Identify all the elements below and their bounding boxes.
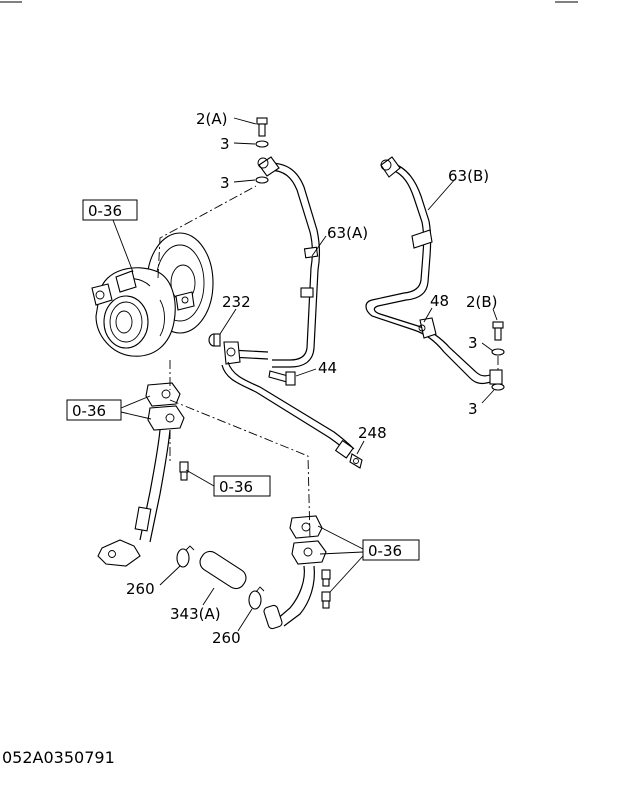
callout-clamp-260-left: 260	[126, 580, 155, 598]
oil-return-pipe-right	[263, 515, 331, 630]
hose-and-clamps	[176, 545, 265, 610]
bolt-2a-stack	[255, 117, 269, 184]
ref-box-turbo: 0-36	[82, 199, 138, 221]
callout-washer-3-upper: 3	[220, 135, 230, 153]
ref-box-bolt: 0-36	[213, 475, 271, 497]
callout-fitting-248: 248	[358, 424, 387, 442]
center-lines	[157, 185, 499, 541]
leader-lines	[112, 117, 498, 632]
drawing-code: 052A0350791	[2, 748, 115, 767]
svg-text:0-36: 0-36	[72, 402, 106, 420]
bolt-44	[268, 370, 296, 386]
callout-hose-343a: 343(A)	[170, 605, 221, 623]
callout-washer-3-right-lower: 3	[468, 400, 478, 418]
turbocharger	[91, 232, 214, 357]
oil-feed-pipe-a	[223, 156, 320, 368]
callout-bolt-44: 44	[318, 359, 337, 377]
callout-clamp-260-right: 260	[212, 629, 241, 647]
callout-washer-3-right-upper: 3	[468, 334, 478, 352]
callout-pipe-63a: 63(A)	[327, 224, 368, 242]
callout-bolt-2b: 2(B)	[466, 293, 498, 311]
oil-feed-pipe-b	[365, 156, 503, 385]
svg-text:0-36: 0-36	[88, 202, 122, 220]
oil-return-line	[221, 361, 363, 469]
callout-pipe-63b: 63(B)	[448, 167, 489, 185]
callout-plug-232: 232	[222, 293, 251, 311]
svg-text:0-36: 0-36	[368, 542, 402, 560]
plug-232	[208, 333, 221, 347]
ref-box-gasket: 0-36	[66, 399, 122, 421]
svg-text:0-36: 0-36	[219, 478, 253, 496]
bolt-2b-stack	[491, 321, 505, 391]
callout-bolt-2a: 2(A)	[196, 110, 228, 128]
callout-washer-3-lower: 3	[220, 174, 230, 192]
callout-clip-48: 48	[430, 292, 449, 310]
ref-box-return: 0-36	[362, 539, 420, 561]
